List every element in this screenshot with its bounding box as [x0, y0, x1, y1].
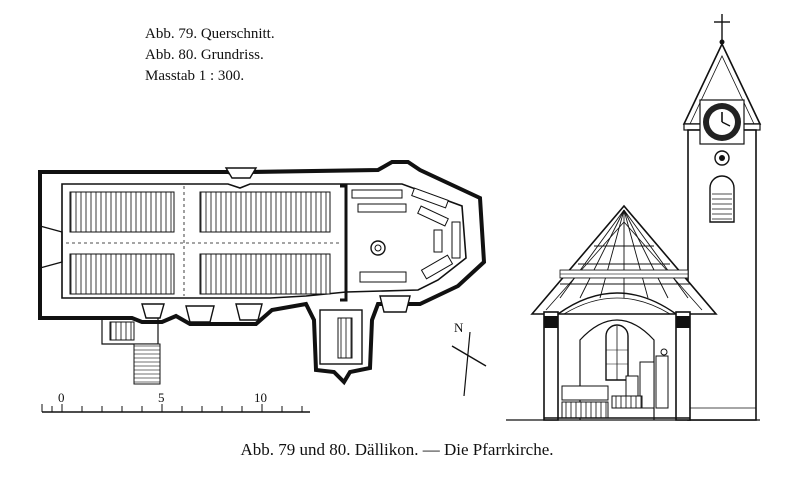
figure-legend: Abb. 79. Querschnitt. Abb. 80. Grundriss… — [145, 24, 275, 87]
choir-stalls — [351, 187, 461, 283]
church-tower — [682, 14, 762, 421]
buttresses — [141, 167, 411, 323]
floor-plan — [38, 160, 487, 386]
nave-pews — [69, 191, 331, 295]
plan-west-entrance — [39, 225, 63, 269]
tower-stairs — [337, 317, 353, 359]
legend-line-floor-plan: Abb. 80. Grundriss. — [145, 47, 264, 63]
baptismal-font — [370, 240, 386, 256]
plan-inner-wall — [61, 183, 467, 299]
porch — [101, 318, 161, 385]
vault-arch — [557, 292, 677, 315]
north-arrow: N — [451, 320, 487, 397]
scale-tick-5: 5 — [158, 390, 165, 405]
chancel-arch — [340, 184, 348, 302]
scale-bar: 0 5 10 — [41, 390, 310, 413]
cross-section — [506, 14, 762, 421]
nave-section — [543, 292, 691, 421]
porch-steps — [133, 343, 161, 385]
tower-shaft — [687, 129, 757, 421]
chancel-apse — [579, 319, 655, 420]
figure-caption: Abb. 79 und 80. Dällikon. — Die Pfarrkir… — [240, 440, 554, 459]
scale-tick-10: 10 — [254, 390, 267, 405]
nave-roof — [530, 204, 718, 315]
north-label: N — [454, 320, 464, 335]
scale-tick-0: 0 — [58, 390, 65, 405]
legend-line-cross-section: Abb. 79. Querschnitt. — [145, 26, 275, 42]
legend-line-scale: Masstab 1 : 300. — [145, 68, 245, 84]
